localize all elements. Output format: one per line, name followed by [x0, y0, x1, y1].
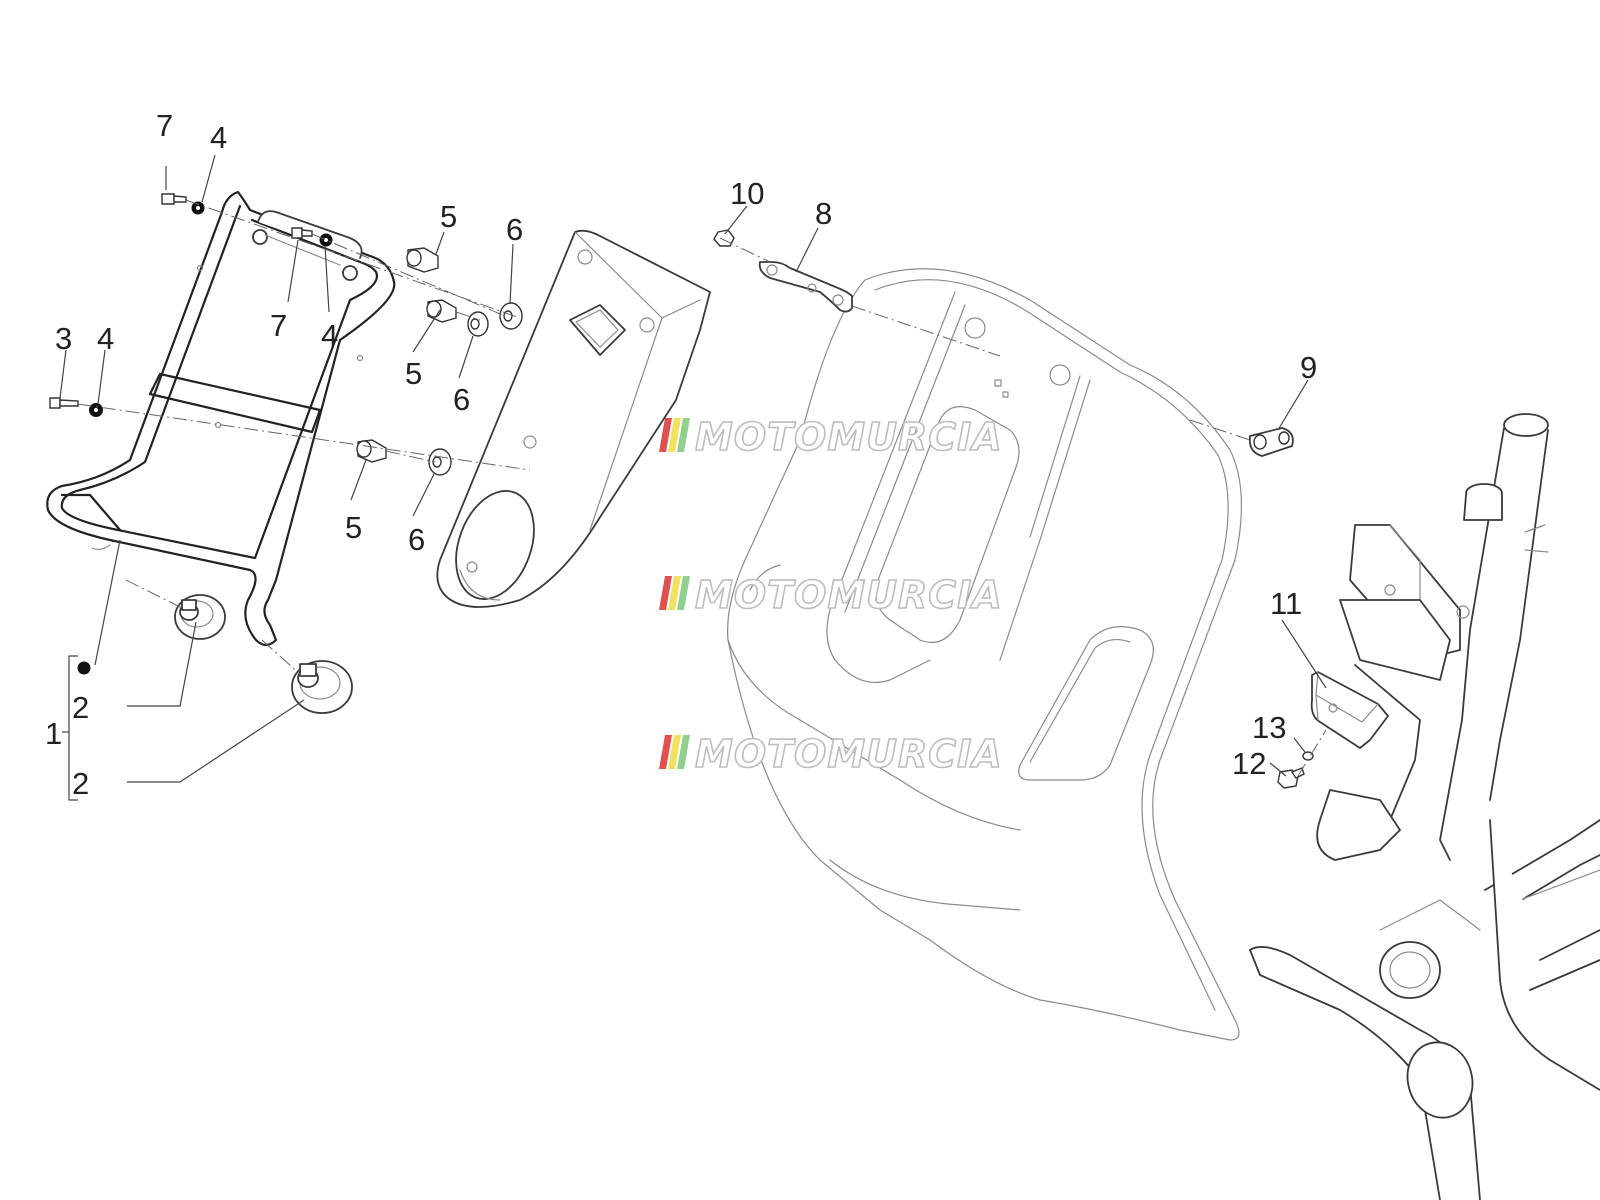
bracket-8: [758, 261, 853, 313]
callout-6-upper: 6: [506, 212, 523, 247]
screw-3: [49, 397, 79, 409]
watermark-top: MOTOMURCIA: [659, 414, 1003, 460]
callout-4-upper: 4: [210, 120, 227, 155]
callout-7-upper: 7: [156, 108, 173, 143]
watermark-text-top: MOTOMURCIA: [695, 415, 1003, 459]
rubber-buffer-lower: [291, 660, 353, 714]
callout-3: 3: [55, 321, 72, 356]
callout-9: 9: [1300, 350, 1317, 385]
watermark-text-middle: MOTOMURCIA: [695, 573, 1003, 617]
spacer-5-lower: [356, 439, 387, 463]
bracket-11: [1310, 671, 1389, 749]
watermark-bottom: MOTOMURCIA: [659, 731, 1003, 777]
washer-4-upper: [191, 201, 205, 215]
assembly-axis-lines: [77, 199, 1327, 777]
callout-6-lower: 6: [408, 522, 425, 557]
callout-5-lower: 5: [345, 510, 362, 545]
callout-2-upper: 2: [72, 690, 89, 725]
legshield-front-shield: [727, 268, 1243, 1041]
clip-9: [1248, 427, 1294, 457]
callout-6-middle: 6: [453, 382, 470, 417]
callout-7-middle: 7: [270, 308, 287, 343]
watermark-middle: MOTOMURCIA: [659, 572, 1003, 618]
grommet-6-upper: [499, 302, 523, 330]
callout-numbers: 7 4 7 4 3 4 5 6 5 6 5 6 10 8 9 11 13 12 …: [45, 108, 1317, 801]
kit-marker-dot: [77, 661, 91, 675]
spacer-5-middle: [426, 299, 457, 323]
kit-bracket: [62, 655, 91, 801]
callout-5-upper: 5: [440, 199, 457, 234]
callout-11: 11: [1270, 586, 1302, 621]
washer-4-lower: [89, 403, 103, 417]
rubber-buffer-upper: [174, 594, 226, 640]
spacer-5-upper: [406, 247, 439, 273]
callout-5-middle: 5: [405, 356, 422, 391]
callout-8: 8: [815, 196, 832, 231]
watermark-text-bottom: MOTOMURCIA: [695, 732, 1003, 776]
grommet-6-lower: [428, 448, 452, 476]
callout-4-middle: 4: [321, 318, 338, 353]
callout-1: 1: [45, 716, 62, 751]
front-luggage-rack: [46, 190, 396, 647]
legshield-center-cover: [436, 229, 711, 608]
callout-10: 10: [730, 176, 764, 211]
washer-4-middle: [319, 233, 333, 247]
screw-12: [1277, 767, 1305, 789]
callout-4-lower: 4: [97, 321, 114, 356]
screw-7-upper: [161, 193, 187, 205]
callout-12: 12: [1232, 746, 1266, 781]
scooter-frame: [1249, 413, 1600, 1200]
screw-7-middle: [291, 227, 313, 239]
callout-13: 13: [1252, 710, 1286, 745]
callout-leader-lines: [59, 154, 1327, 783]
callout-2-lower: 2: [72, 766, 89, 801]
grommet-6-middle: [467, 311, 489, 337]
